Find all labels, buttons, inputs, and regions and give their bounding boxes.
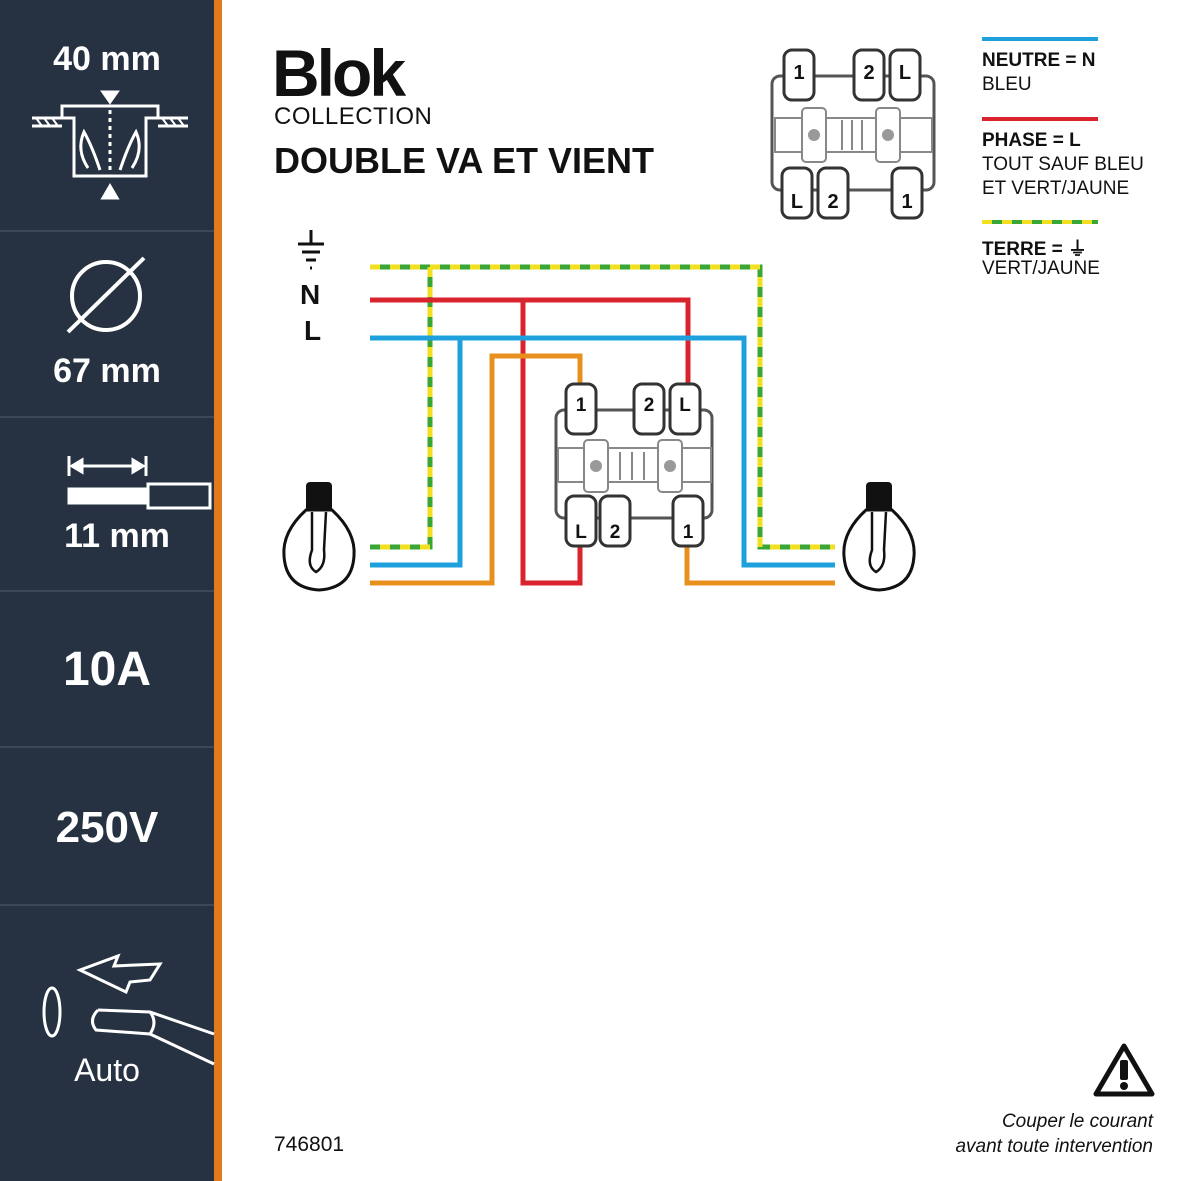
- earth-wire: [370, 264, 835, 550]
- strip-length-value: 11 mm: [64, 517, 170, 555]
- ref-terminal-bottom-L: L: [791, 191, 803, 213]
- strip-length-icon: [67, 456, 212, 510]
- reference-terminal-labels: 1 2 L L 2 1: [791, 62, 913, 213]
- brand-logo: Blok: [272, 36, 406, 110]
- phase-label: L: [304, 315, 322, 346]
- depth-cell: [0, 0, 214, 232]
- switch-terminal-labels: 1 2 L L 2 1: [575, 395, 694, 543]
- ref-terminal-bottom-1: 1: [901, 191, 912, 213]
- ref-terminal-top-1: 1: [793, 62, 804, 84]
- ref-terminal-bottom-2: 2: [827, 191, 838, 213]
- strip-cell: [0, 418, 214, 592]
- page-title: DOUBLE VA ET VIENT: [274, 140, 655, 181]
- legend-earth-desc: VERT/JAUNE: [982, 258, 1100, 279]
- terminal-top-L: L: [679, 395, 691, 416]
- voltage-cell: [0, 748, 214, 906]
- ref-terminal-top-L: L: [899, 62, 911, 84]
- terminal-top-2: 2: [644, 395, 655, 416]
- return-wire-right: [684, 536, 835, 586]
- legend-phase-desc-2: ET VERT/JAUNE: [982, 178, 1130, 199]
- terminal-top-1: 1: [576, 395, 587, 416]
- ground-symbol-icon: [298, 230, 324, 270]
- neutral-wire: [370, 335, 835, 568]
- bulb-icon: [842, 482, 916, 592]
- voltage-value: 250V: [55, 803, 159, 852]
- warning-icon: [1093, 1043, 1155, 1097]
- switch-reference-icon: [770, 48, 936, 220]
- collection-label: COLLECTION: [274, 103, 433, 130]
- bulb-icon: [282, 482, 356, 592]
- legend-earth-title: TERRE = ⏚: [982, 239, 1088, 260]
- legend-phase-desc-1: TOUT SAUF BLEU: [982, 154, 1144, 175]
- auto-connection-icon: [42, 953, 215, 1066]
- mounting-box-icon: [32, 90, 188, 200]
- legend-neutral-desc: BLEU: [982, 74, 1032, 95]
- ref-terminal-top-2: 2: [863, 62, 874, 84]
- product-code: 746801: [274, 1133, 345, 1156]
- accent-bar: [214, 0, 222, 1181]
- warning-line-2: avant toute intervention: [955, 1136, 1153, 1157]
- terminal-bottom-1: 1: [683, 522, 694, 543]
- terminal-bottom-2: 2: [610, 522, 621, 543]
- neutral-label: N: [300, 279, 321, 310]
- diameter-value: 67 mm: [53, 352, 161, 390]
- legend-phase-title: PHASE = L: [982, 130, 1081, 151]
- diameter-icon: [66, 256, 146, 334]
- current-value: 10A: [62, 643, 152, 696]
- warning-line-1: Couper le courant: [1001, 1111, 1153, 1132]
- terminal-bottom-L: L: [575, 522, 587, 543]
- depth-value: 40 mm: [53, 40, 161, 78]
- switch-mechanism-icon: [554, 382, 714, 548]
- legend-neutral-title: NEUTRE = N: [982, 50, 1096, 71]
- connection-label: Auto: [74, 1052, 140, 1088]
- diameter-cell: [0, 232, 214, 418]
- phase-wire: [370, 297, 691, 586]
- return-wire-left: [370, 353, 583, 586]
- current-cell: [0, 592, 214, 748]
